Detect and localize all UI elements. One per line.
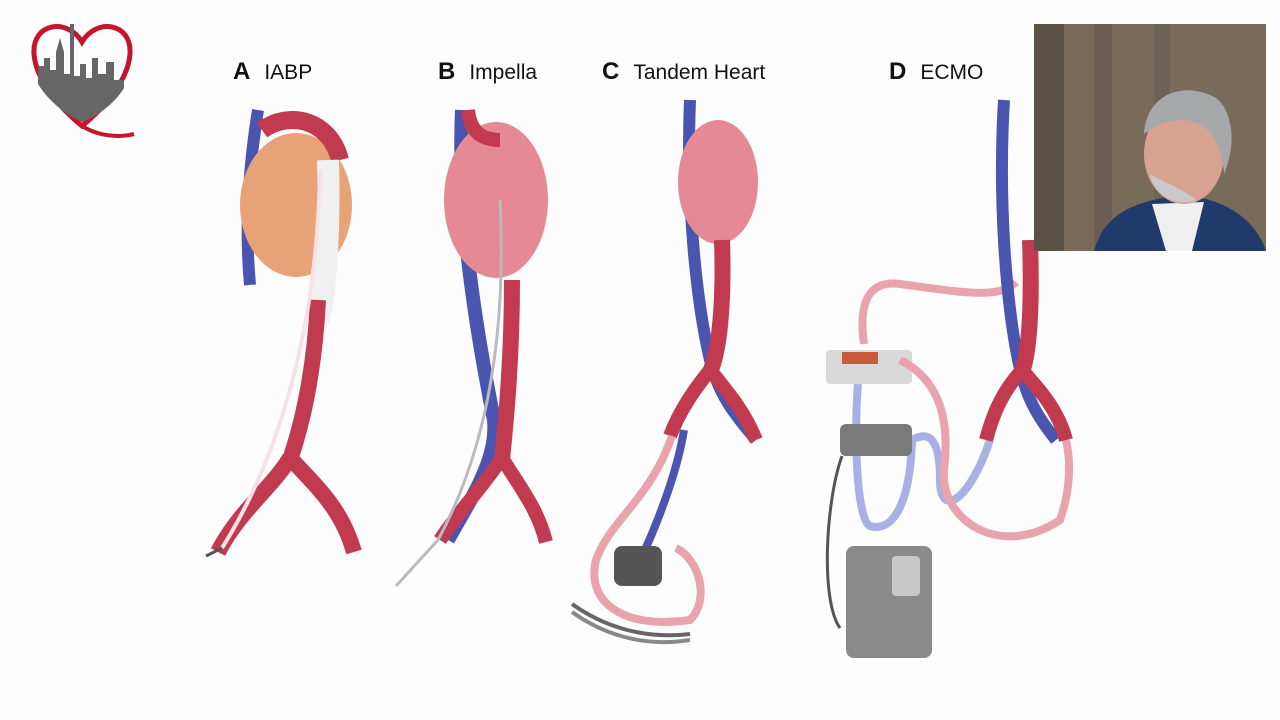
speaker-video	[1034, 24, 1266, 251]
ecmo-illustration	[825, 99, 1073, 658]
panel-d-name: ECMO	[920, 61, 984, 84]
speaker-video-frame	[1034, 24, 1266, 251]
speaker-face	[1144, 104, 1224, 204]
centrifugal-pump	[840, 424, 912, 456]
iabp-illustration	[205, 109, 362, 558]
pump-c	[614, 546, 662, 586]
heart-c	[678, 120, 758, 244]
panel-d-label: D ECMO	[889, 58, 983, 86]
panel-b-letter: B	[438, 58, 456, 85]
panel-b-name: Impella	[469, 61, 538, 84]
panel-a-name: IABP	[264, 61, 313, 84]
panel-c-letter: C	[602, 58, 620, 85]
panel-d-letter: D	[889, 58, 907, 85]
impella-illustration	[394, 108, 553, 588]
panel-a-letter: A	[233, 58, 251, 85]
conference-logo	[31, 24, 135, 138]
tandem-heart-illustration	[570, 99, 763, 645]
panel-c-label: C Tandem Heart	[602, 58, 765, 86]
panel-b-label: B Impella	[438, 58, 537, 86]
heart-b	[444, 122, 548, 278]
panel-c-name: Tandem Heart	[633, 61, 766, 84]
panel-a-label: A IABP	[233, 58, 312, 86]
